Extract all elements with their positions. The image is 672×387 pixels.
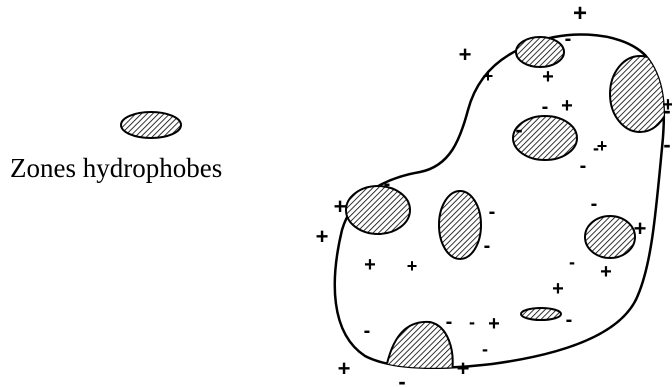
negative-charge: -	[663, 132, 670, 157]
negative-charge: -	[542, 96, 549, 118]
negative-charge: -	[364, 320, 371, 342]
hydrophobic-zone	[521, 308, 561, 320]
positive-charge: +	[488, 313, 500, 335]
positive-charge: +	[338, 356, 351, 381]
hydrophobic-zone	[610, 56, 670, 132]
negative-charge: -	[580, 155, 587, 177]
positive-charge: +	[407, 256, 418, 276]
positive-charge: +	[316, 224, 329, 249]
negative-charge: -	[663, 98, 670, 123]
negative-charge: -	[484, 235, 491, 257]
positive-charge: +	[483, 66, 494, 86]
negative-charge: -	[469, 312, 475, 332]
positive-charge: +	[634, 216, 647, 241]
positive-charge: +	[600, 261, 612, 283]
legend-hydrophobic-zone-icon	[121, 112, 181, 138]
negative-charge: -	[398, 369, 405, 387]
positive-charge: +	[561, 95, 573, 117]
positive-charge: +	[552, 278, 564, 300]
hydrophobic-zone	[439, 191, 481, 259]
negative-charge: -	[482, 339, 488, 359]
negative-charge: -	[566, 309, 573, 331]
positive-charge: +	[459, 42, 472, 67]
hydrophobic-zone	[386, 322, 453, 372]
negative-charge: -	[569, 252, 575, 272]
positive-charge: +	[573, 0, 587, 27]
positive-charge: +	[597, 136, 608, 156]
hydrophobic-zone	[346, 186, 410, 234]
negative-charge: -	[489, 201, 496, 223]
negative-charge: -	[591, 193, 598, 215]
negative-charge: -	[565, 28, 572, 50]
negative-charge: -	[515, 117, 522, 142]
positive-charge: +	[457, 356, 470, 381]
negative-charge: -	[446, 311, 453, 333]
hydrophobic-zone	[516, 37, 564, 67]
hydrophobic-zones	[346, 37, 670, 372]
negative-charge: -	[384, 173, 391, 195]
positive-charge: +	[334, 194, 347, 219]
hydrophobic-zone	[585, 216, 635, 258]
positive-charge: +	[542, 66, 554, 88]
legend-label: Zones hydrophobes	[10, 153, 222, 184]
positive-charge: +	[364, 254, 376, 276]
